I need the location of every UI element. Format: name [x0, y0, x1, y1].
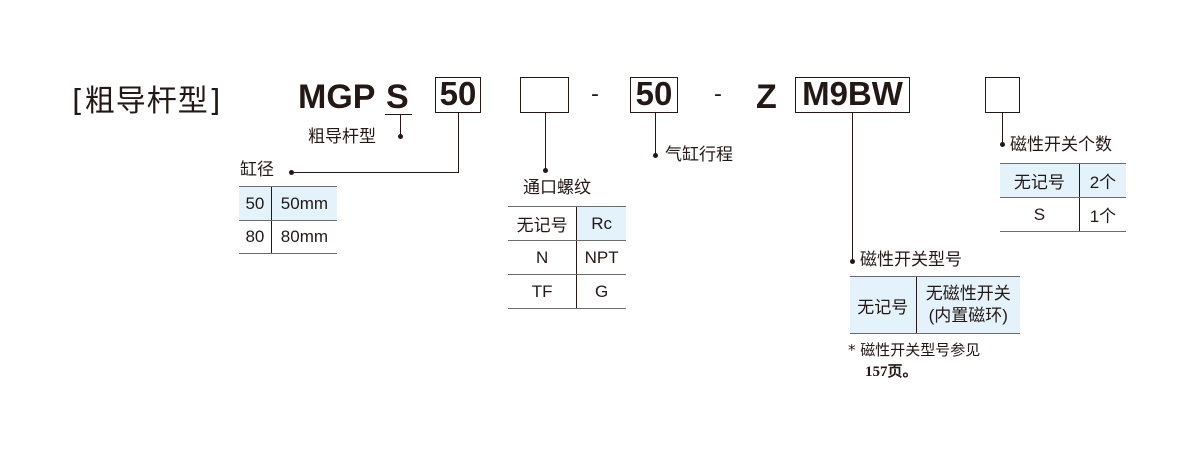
count-label: 磁性开关个数	[1010, 135, 1112, 155]
note-line-1: * 磁性开关型号参见	[848, 341, 981, 359]
cell: TF	[508, 274, 577, 309]
cell: 1个	[1078, 197, 1126, 232]
cell: 无磁性开关 (内置磁环)	[915, 276, 1020, 334]
cell: S	[1000, 197, 1080, 232]
count-box	[985, 77, 1020, 113]
cell: NPT	[576, 240, 626, 275]
type-leader	[400, 114, 402, 136]
note-line-2: 157页。	[865, 364, 918, 380]
dash-2: -	[714, 82, 722, 107]
cell: 无记号	[1000, 163, 1080, 198]
bore-box: 50	[435, 77, 481, 113]
stroke-box: 50	[630, 77, 678, 113]
bore-leader-h	[292, 172, 459, 174]
switch-box: M9BW	[795, 77, 910, 113]
bore-dot	[289, 170, 294, 175]
switch-label: 磁性开关型号	[860, 250, 962, 270]
switch-table: 无记号 无磁性开关 (内置磁环)	[850, 276, 1020, 334]
type-dot	[398, 134, 403, 139]
cell: G	[576, 274, 626, 309]
type-label: 粗导杆型	[308, 127, 376, 147]
bore-label: 缸径	[240, 160, 274, 180]
bore-leader	[458, 113, 460, 173]
series-code: MGP	[298, 78, 376, 116]
switch-leader	[852, 113, 854, 262]
cell-line: 无磁性开关	[925, 284, 1011, 303]
cell: 50mm	[270, 186, 337, 221]
port-leader	[545, 113, 547, 170]
stroke-label: 气缸行程	[665, 145, 733, 165]
table-row: 无记号 无磁性开关 (内置磁环)	[850, 276, 1020, 334]
count-dot	[1000, 142, 1005, 147]
cell: 50	[239, 186, 272, 221]
cell: 无记号	[508, 206, 577, 241]
port-label: 通口螺纹	[523, 178, 591, 198]
cell-line: (内置磁环)	[928, 306, 1008, 325]
cell: 无记号	[850, 276, 917, 334]
cell: N	[508, 240, 577, 275]
port-box	[520, 77, 569, 113]
mount-letter: Z	[756, 78, 777, 116]
cell: 80	[239, 220, 272, 254]
switch-dot	[850, 259, 855, 264]
type-letter: S	[386, 78, 409, 116]
stroke-dot	[653, 153, 658, 158]
port-dot	[543, 168, 548, 173]
type-underline	[385, 114, 412, 116]
stroke-leader	[655, 113, 657, 155]
cell: 2个	[1078, 163, 1126, 198]
cell: 80mm	[270, 220, 337, 254]
diagram-title: [粗导杆型]	[72, 84, 222, 119]
cell: Rc	[576, 206, 626, 241]
dash-1: -	[591, 82, 599, 107]
count-leader	[1002, 113, 1004, 144]
